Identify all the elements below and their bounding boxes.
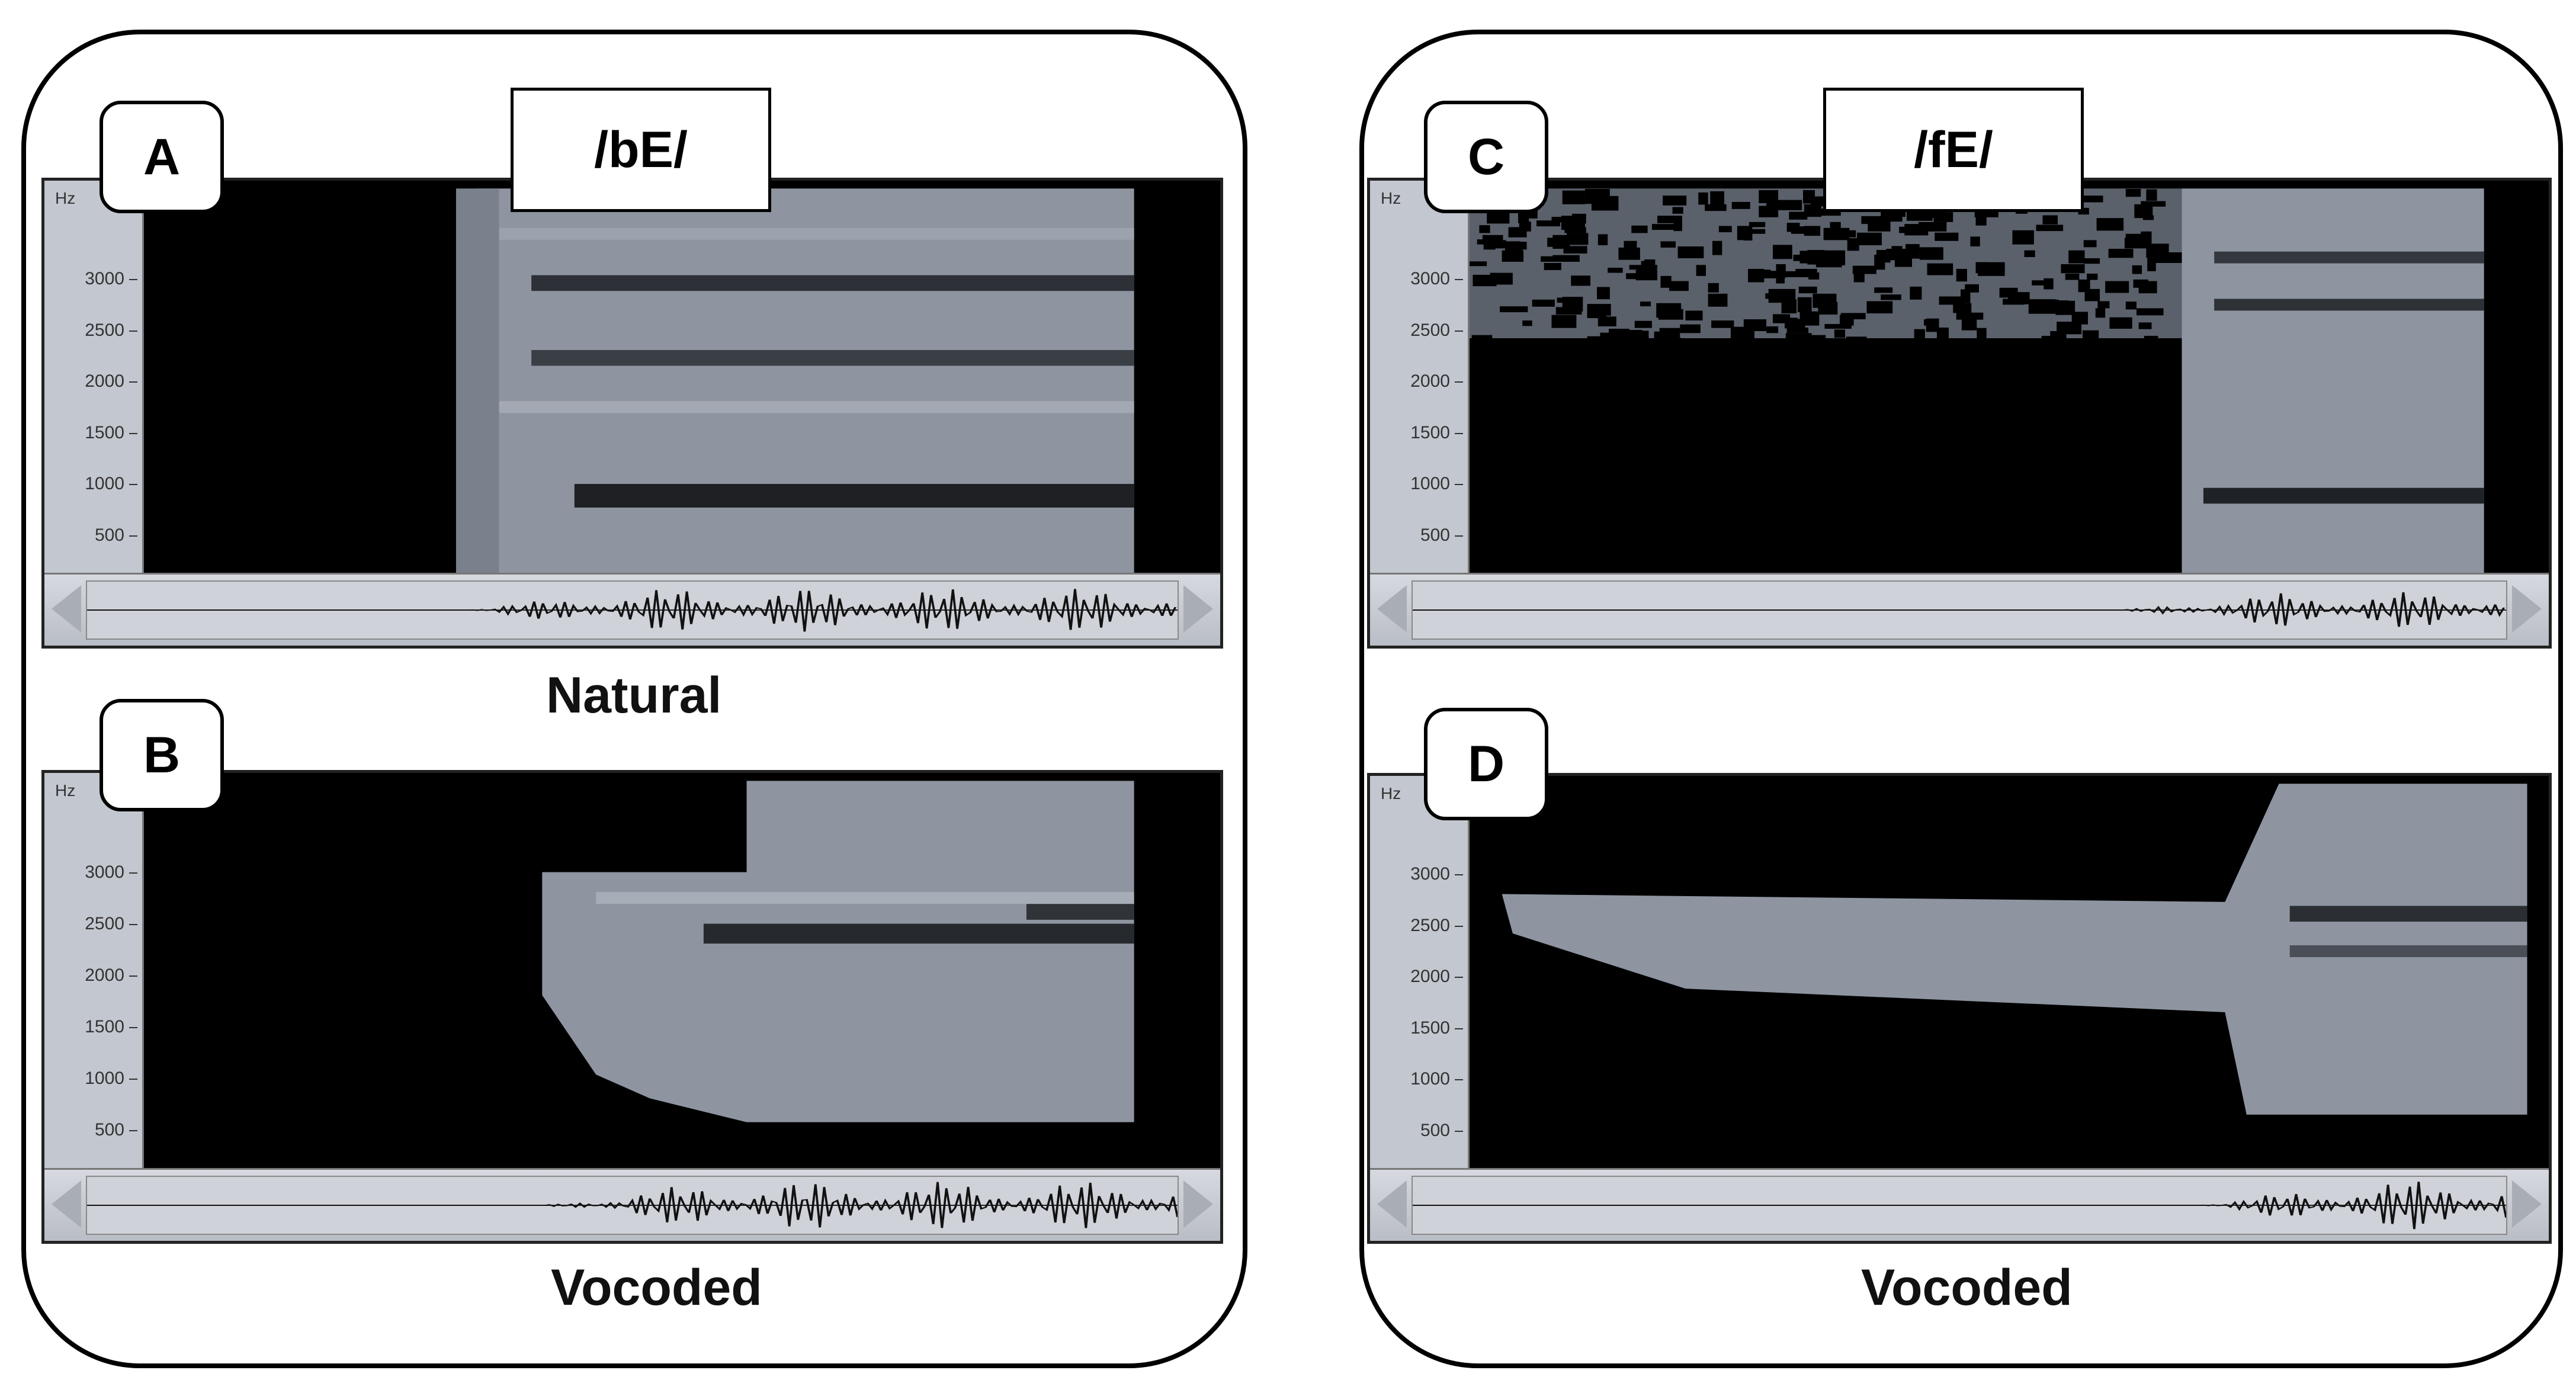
spectrogram-image [1470,181,2549,575]
axis-tick-label: 3000 [85,269,124,289]
phoneme-label-be: /bE/ [511,88,771,212]
axis-tick-label: 500 [1420,1120,1450,1140]
scroll-right-arrow-icon[interactable] [1183,1180,1213,1228]
spectrogram-image [144,773,1220,1170]
axis-tick-label: 2000 [1410,967,1450,987]
axis-unit-label: Hz [1381,189,1401,207]
waveform-track[interactable] [86,580,1179,640]
axis-tick-label: 2500 [85,913,124,933]
axis-tick [1455,330,1463,332]
axis-tick [129,1026,137,1028]
axis-tick-label: 500 [94,1120,124,1140]
axis-tick-label: 500 [1420,525,1450,545]
axis-tick-label: 3000 [1410,269,1450,289]
axis-tick [129,381,137,383]
scroll-left-arrow-icon[interactable] [52,1180,81,1228]
frequency-axis: Hz 3000 2500 2000 1500 1000 500 [1370,181,1470,575]
axis-tick-label: 500 [94,525,124,545]
spectrogram-panel-b: Hz 3000 2500 2000 1500 1000 500 [41,770,1223,1244]
scroll-left-arrow-icon[interactable] [1377,585,1407,633]
waveform-scrollbar[interactable] [44,1168,1220,1241]
axis-tick-label: 3000 [85,862,124,882]
axis-tick-label: 2000 [85,965,124,985]
axis-tick [1455,381,1463,383]
axis-tick-label: 2000 [85,371,124,392]
axis-tick [129,975,137,977]
axis-tick [1455,484,1463,486]
axis-unit-label: Hz [55,189,76,207]
axis-tick [1455,535,1463,537]
axis-tick-label: 3000 [1410,864,1450,884]
spectrogram-panel-c: Hz 3000 2500 2000 1500 1000 500 [1367,178,2552,649]
axis-tick [1455,1028,1463,1029]
axis-tick-label: 1500 [85,1016,124,1037]
axis-tick [1455,925,1463,927]
axis-tick [129,872,137,874]
panel-label-d: D [1424,708,1548,820]
axis-tick-label: 1500 [85,422,124,442]
axis-tick-label: 2500 [1410,320,1450,340]
phoneme-label-fe: /fE/ [1823,88,2084,212]
frequency-axis: Hz 3000 2500 2000 1500 1000 500 [44,181,144,575]
waveform-scrollbar[interactable] [1370,573,2549,646]
axis-tick [129,484,137,486]
caption-natural: Natural [546,667,722,724]
scroll-right-arrow-icon[interactable] [1183,585,1213,633]
spectrogram-image [144,181,1220,575]
axis-tick-label: 2500 [85,320,124,340]
axis-tick-label: 2500 [1410,915,1450,935]
waveform-track[interactable] [1411,1176,2507,1235]
spectrogram-image [1470,776,2549,1170]
waveform-scrollbar[interactable] [1370,1168,2549,1241]
axis-tick [129,279,137,281]
scroll-left-arrow-icon[interactable] [52,585,81,633]
panel-label-c: C [1424,101,1548,213]
axis-tick [1455,432,1463,434]
axis-tick [129,535,137,537]
waveform-track[interactable] [1411,580,2507,640]
axis-tick-label: 1000 [85,474,124,494]
axis-tick [1455,279,1463,281]
axis-unit-label: Hz [1381,784,1401,803]
axis-tick-label: 1000 [1410,1069,1450,1089]
axis-tick [129,330,137,332]
axis-tick [129,923,137,925]
axis-unit-label: Hz [55,781,76,800]
caption-vocoded-left: Vocoded [551,1259,762,1316]
panel-label-a: A [100,101,224,213]
axis-tick [129,1078,137,1080]
axis-tick [1455,977,1463,978]
axis-tick-label: 2000 [1410,371,1450,392]
axis-tick [1455,874,1463,876]
caption-vocoded-right: Vocoded [1861,1259,2073,1316]
axis-tick-label: 1500 [1410,1018,1450,1038]
axis-tick [129,432,137,434]
waveform-track[interactable] [86,1176,1179,1235]
spectrogram-panel-d: Hz 3000 2500 2000 1500 1000 500 [1367,773,2552,1244]
frequency-axis: Hz 3000 2500 2000 1500 1000 500 [44,773,144,1170]
axis-tick-label: 1000 [85,1068,124,1088]
axis-tick-label: 1500 [1410,422,1450,442]
frequency-axis: Hz 3000 2500 2000 1500 1000 500 [1370,776,1470,1170]
scroll-left-arrow-icon[interactable] [1377,1180,1407,1228]
waveform-scrollbar[interactable] [44,573,1220,646]
spectrogram-panel-a: Hz 3000 2500 2000 1500 1000 500 [41,178,1223,649]
scroll-right-arrow-icon[interactable] [2512,1180,2542,1228]
panel-label-b: B [100,699,224,811]
scroll-right-arrow-icon[interactable] [2512,585,2542,633]
axis-tick-label: 1000 [1410,474,1450,494]
axis-tick [1455,1130,1463,1132]
axis-tick [1455,1079,1463,1081]
axis-tick [129,1130,137,1131]
